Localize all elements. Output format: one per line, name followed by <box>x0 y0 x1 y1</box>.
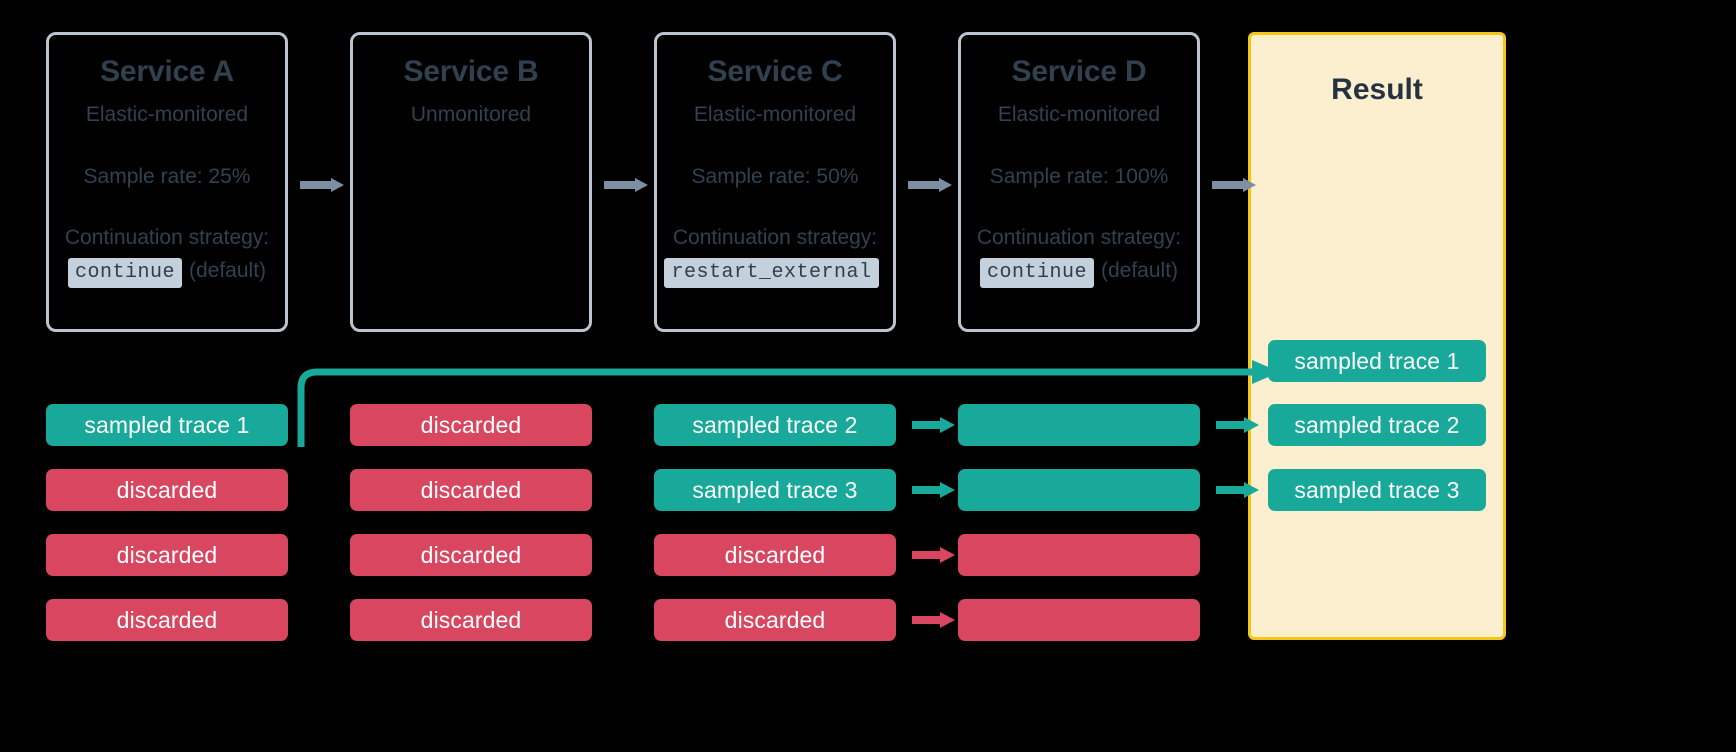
arrow-head-icon <box>940 612 955 628</box>
list-item <box>958 404 1200 446</box>
service-c-strategy-code: restart_external <box>664 257 879 288</box>
service-d-strategy-note: (default) <box>1100 258 1179 282</box>
service-arrow-d-to-result <box>1212 178 1256 192</box>
arrow-head-icon <box>1244 482 1259 498</box>
list-item <box>958 534 1200 576</box>
service-a-sample-rate: Sample rate: 25% <box>83 164 251 188</box>
service-c-continuation-label: Continuation strategy: restart_external <box>657 225 893 288</box>
service-box-a: Service A Elastic-monitored Sample rate:… <box>46 32 288 332</box>
list-item: discarded <box>46 534 288 576</box>
elbow-arrow-head-icon <box>1252 360 1280 384</box>
flow-arrow-c4-to-d4 <box>912 612 955 628</box>
service-c-title: Service C <box>707 55 843 88</box>
arrow-head-icon <box>1243 178 1256 192</box>
arrow-shaft <box>604 181 635 189</box>
list-item <box>958 469 1200 511</box>
result-title: Result <box>1331 73 1423 106</box>
arrow-shaft <box>912 486 940 494</box>
service-d-continuation-label: Continuation strategy: continue(default) <box>961 225 1197 288</box>
list-item: discarded <box>46 469 288 511</box>
list-item <box>958 599 1200 641</box>
service-c-strategy-line: restart_external <box>657 257 893 288</box>
service-c-continuation-text: Continuation strategy: <box>672 225 878 249</box>
arrow-head-icon <box>635 178 648 192</box>
service-box-d: Service D Elastic-monitored Sample rate:… <box>958 32 1200 332</box>
arrow-head-icon <box>940 547 955 563</box>
result-trace-item: sampled trace 1 <box>1268 340 1486 382</box>
service-b-monitoring: Unmonitored <box>410 102 532 126</box>
service-d-sample-rate: Sample rate: 100% <box>989 164 1169 188</box>
service-d-monitoring: Elastic-monitored <box>997 102 1161 126</box>
service-c-sample-rate: Sample rate: 50% <box>691 164 859 188</box>
arrow-shaft <box>908 181 939 189</box>
arrow-shaft <box>912 551 940 559</box>
service-d-strategy-line: continue(default) <box>961 257 1197 288</box>
list-item: discarded <box>350 469 592 511</box>
arrow-shaft <box>300 181 331 189</box>
flow-arrow-d2-to-result3 <box>1216 482 1259 498</box>
elbow-path <box>297 368 1259 447</box>
service-b-title: Service B <box>403 55 539 88</box>
list-item: discarded <box>350 534 592 576</box>
service-a-monitoring: Elastic-monitored <box>85 102 249 126</box>
arrow-head-icon <box>940 482 955 498</box>
flow-arrow-c1-to-d1 <box>912 417 955 433</box>
arrow-head-icon <box>939 178 952 192</box>
flow-arrow-c3-to-d3 <box>912 547 955 563</box>
list-item: discarded <box>46 599 288 641</box>
service-d-continuation-text: Continuation strategy: <box>976 225 1182 249</box>
arrow-shaft <box>1216 486 1244 494</box>
list-item: discarded <box>350 404 592 446</box>
service-arrow-a-to-b <box>300 178 344 192</box>
service-a-continuation-text: Continuation strategy: <box>64 225 270 249</box>
service-c-monitoring: Elastic-monitored <box>693 102 857 126</box>
list-item: sampled trace 2 <box>654 404 896 446</box>
service-a-strategy-note: (default) <box>188 258 267 282</box>
arrow-shaft <box>1212 181 1243 189</box>
list-item: discarded <box>654 534 896 576</box>
result-panel: Result <box>1248 32 1506 640</box>
elbow-connector-trace1 <box>284 340 1284 460</box>
service-arrow-b-to-c <box>604 178 648 192</box>
arrow-shaft <box>912 421 940 429</box>
arrow-head-icon <box>1244 417 1259 433</box>
diagram-stage: Service A Elastic-monitored Sample rate:… <box>14 10 1722 742</box>
flow-arrow-c2-to-d2 <box>912 482 955 498</box>
result-trace-item: sampled trace 2 <box>1268 404 1486 446</box>
service-box-b: Service B Unmonitored <box>350 32 592 332</box>
arrow-head-icon <box>331 178 344 192</box>
arrow-shaft <box>912 616 940 624</box>
list-item: discarded <box>654 599 896 641</box>
service-a-strategy-code: continue <box>67 257 182 288</box>
flow-arrow-d1-to-result2 <box>1216 417 1259 433</box>
list-item: discarded <box>350 599 592 641</box>
service-d-strategy-code: continue <box>979 257 1094 288</box>
service-a-continuation-label: Continuation strategy: continue(default) <box>49 225 285 288</box>
service-a-title: Service A <box>100 55 234 88</box>
service-box-c: Service C Elastic-monitored Sample rate:… <box>654 32 896 332</box>
list-item: sampled trace 1 <box>46 404 288 446</box>
service-a-strategy-line: continue(default) <box>49 257 285 288</box>
service-d-title: Service D <box>1011 55 1147 88</box>
arrow-shaft <box>1216 421 1244 429</box>
arrow-head-icon <box>940 417 955 433</box>
list-item: sampled trace 3 <box>654 469 896 511</box>
service-arrow-c-to-d <box>908 178 952 192</box>
result-trace-item: sampled trace 3 <box>1268 469 1486 511</box>
